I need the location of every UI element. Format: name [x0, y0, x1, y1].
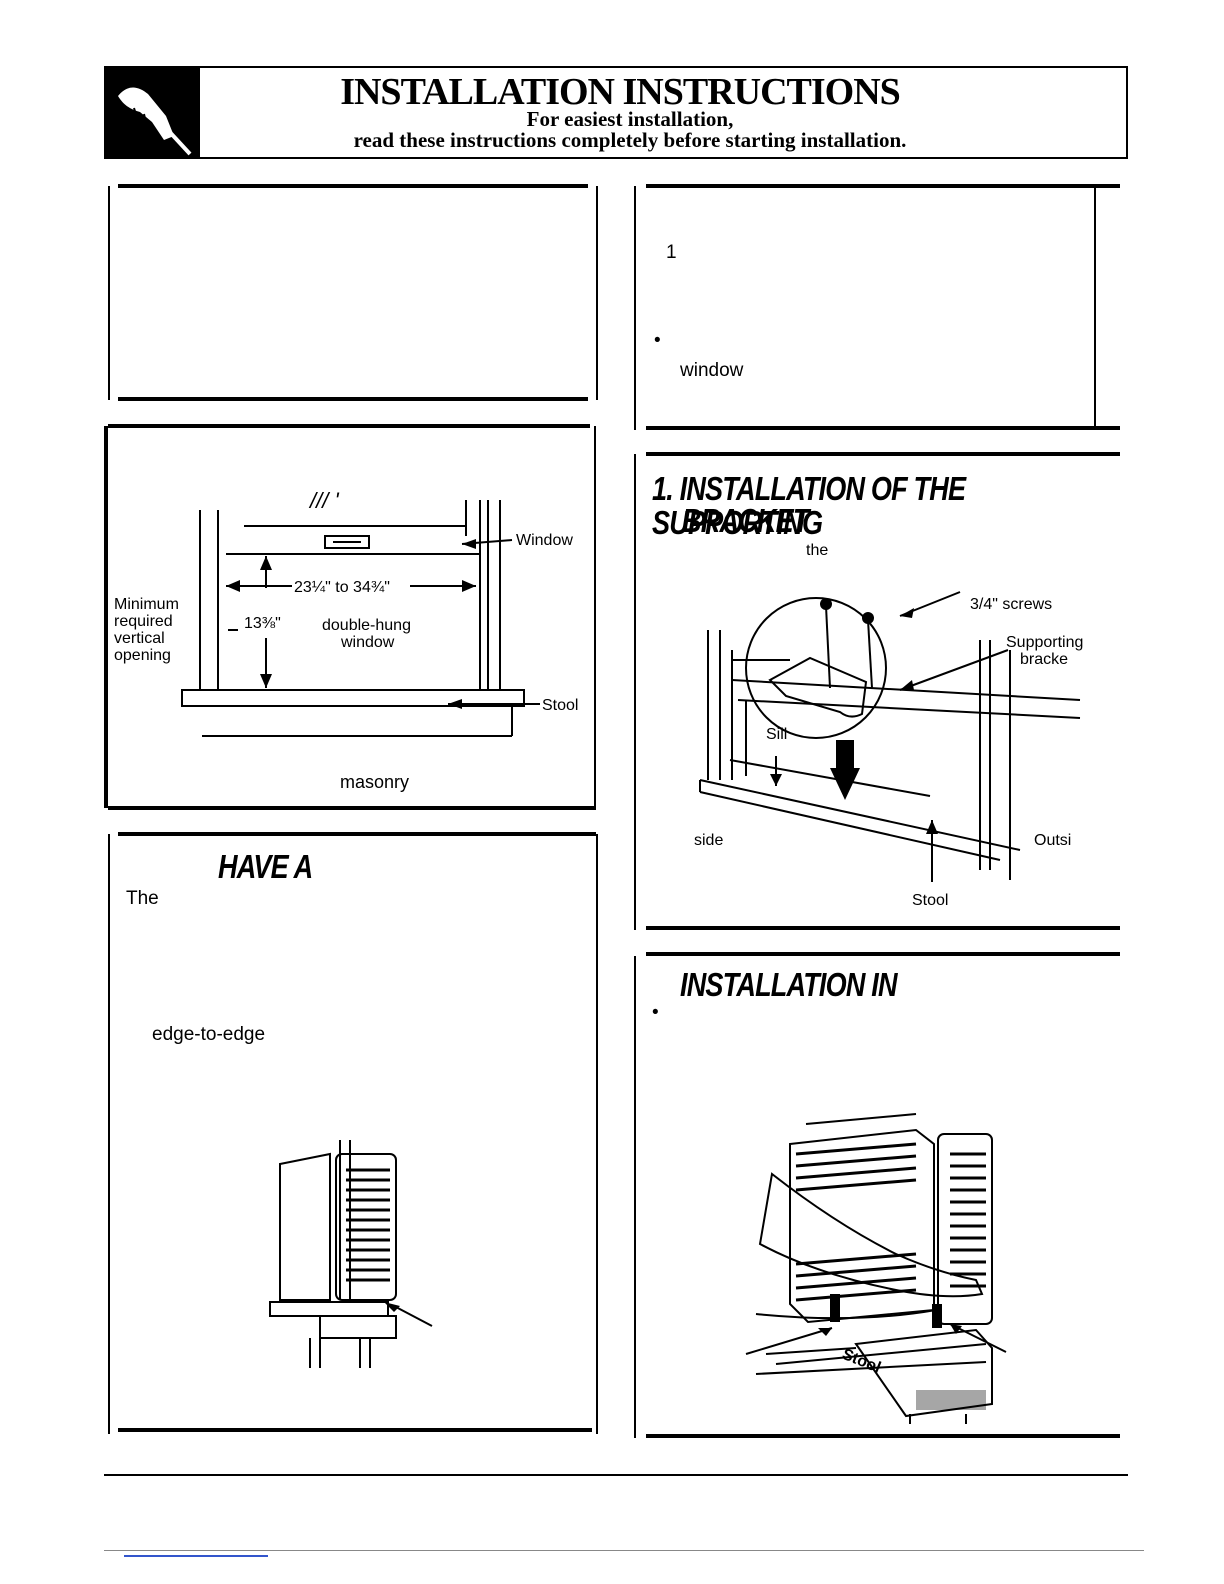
unit-in-window-side-view [269, 1140, 433, 1368]
page-subtitle-line2: read these instructions completely befor… [353, 128, 907, 152]
stool-label: Stool [542, 697, 579, 714]
window-type-line1: double-hung [322, 617, 411, 634]
window-fragment: window [680, 360, 744, 381]
outside-label: Outsi [1034, 832, 1072, 849]
bracket-the-fragment: the [806, 542, 829, 559]
hand-screwdriver-icon [104, 66, 200, 159]
masonry-caption: masonry [340, 772, 410, 792]
sill-label: Sill [766, 726, 788, 743]
width-range-label: 23¼" to 34¾" [294, 579, 390, 596]
installation-bullet: • [652, 1002, 659, 1023]
bracket-label-line1: Supporting [1006, 634, 1084, 651]
footer-rule [104, 1474, 1128, 1476]
inside-label: side [694, 832, 724, 849]
window-opening-diagram [181, 500, 540, 737]
step-number: 1 [666, 242, 677, 263]
have-a-text-start: The [126, 888, 159, 909]
window-marks: /// ' [310, 488, 339, 513]
bracket-label-line2: bracke [1020, 651, 1069, 668]
screws-label: 3/4" screws [970, 596, 1053, 613]
installation-in-heading: INSTALLATION IN [680, 966, 898, 1003]
footer-link-underline[interactable] [124, 1555, 268, 1557]
bracket-heading-line1: 1. INSTALLATION OF THE SUPPORTING [652, 470, 966, 541]
window-label: Window [516, 532, 573, 549]
edge-to-edge-text: edge-to-edge [152, 1024, 266, 1045]
window-type-line2: window [341, 634, 395, 651]
bracket-heading-line2: BRACKET [682, 502, 809, 539]
have-a-heading: HAVE A [218, 848, 313, 885]
page-subtitle-line1: For easiest installation, [526, 107, 734, 131]
bracket-stool-label: Stool [912, 892, 949, 909]
unit-lowering-onto-stool-illustration [745, 1113, 1007, 1424]
bullet: • [654, 330, 661, 351]
footer-bottom-rule [104, 1550, 1144, 1551]
bracket-installation-diagram [699, 591, 1081, 882]
page-title: INSTALLATION INSTRUCTIONS [340, 71, 901, 113]
height-value-label: 13⅜" [244, 615, 281, 632]
